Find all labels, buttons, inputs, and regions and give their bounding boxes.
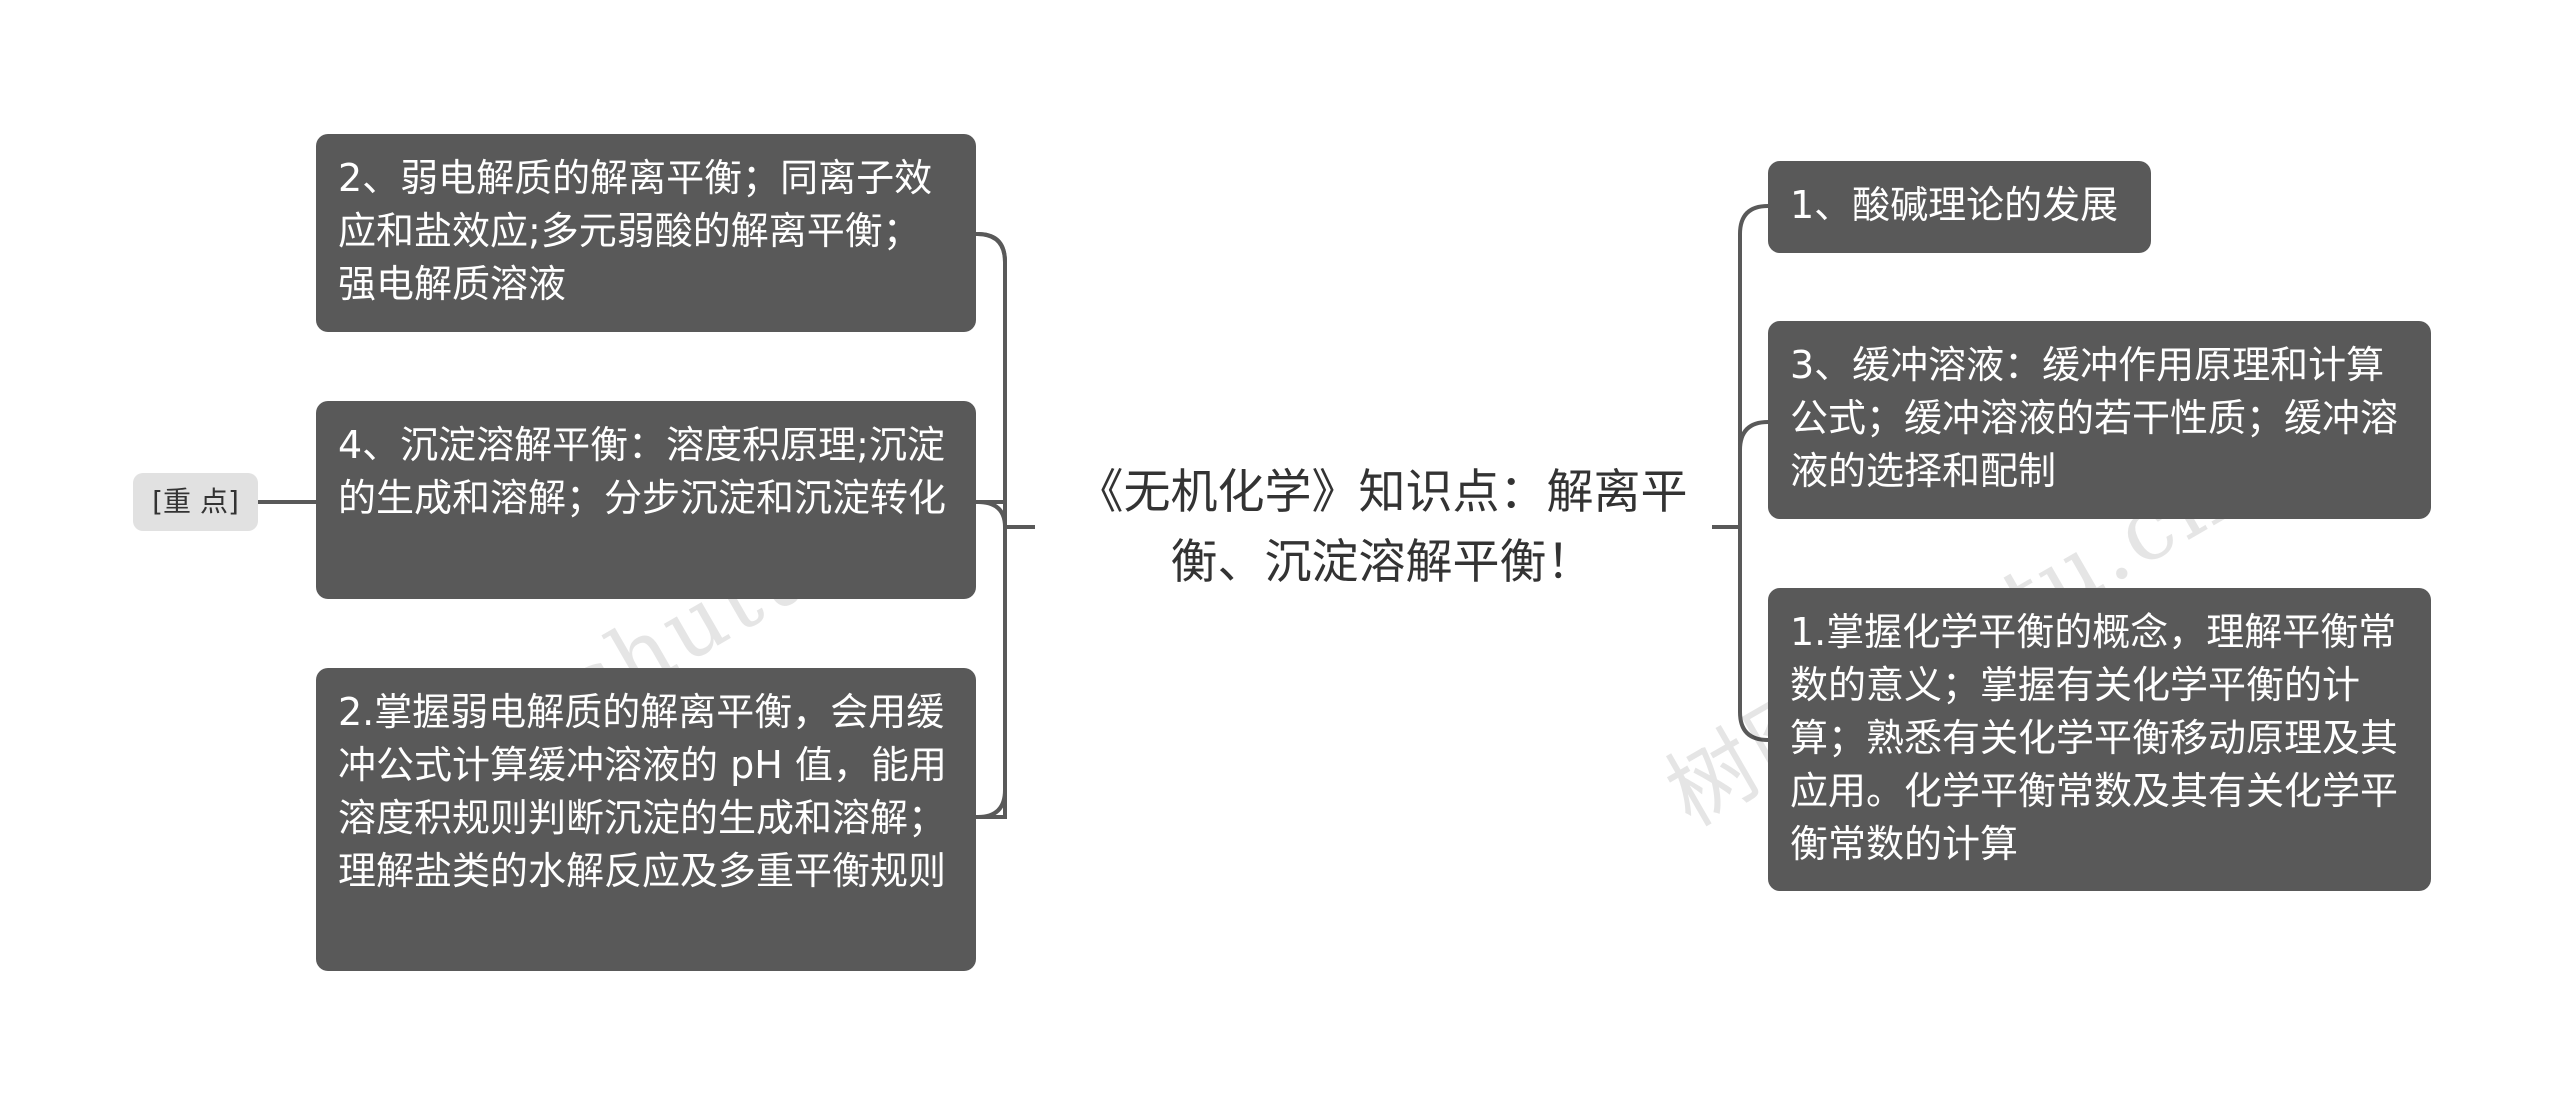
connector-right-mid: [1738, 420, 1769, 451]
connector-left-mid: [977, 500, 1007, 528]
left-branch-2[interactable]: 4、沉淀溶解平衡：溶度积原理;沉淀的生成和溶解；分步沉淀和沉淀转化: [316, 401, 976, 599]
right-branch-2[interactable]: 3、缓冲溶液：缓冲作用原理和计算公式；缓冲溶液的若干性质；缓冲溶液的选择和配制: [1768, 321, 2431, 519]
key-point-tag[interactable]: [重 点]: [133, 473, 258, 531]
connector-right-trunk: [1738, 234, 1769, 742]
right-branch-3-label: 1.掌握化学平衡的概念，理解平衡常数的意义；掌握有关化学平衡的计算；熟悉有关化学…: [1790, 610, 2399, 866]
left-branch-3[interactable]: 2.掌握弱电解质的解离平衡，会用缓冲公式计算缓冲溶液的 pH 值，能用溶度积规则…: [316, 668, 976, 971]
right-branch-2-label: 3、缓冲溶液：缓冲作用原理和计算公式；缓冲溶液的若干性质；缓冲溶液的选择和配制: [1790, 343, 2399, 493]
left-branch-2-label: 4、沉淀溶解平衡：溶度积原理;沉淀的生成和溶解；分步沉淀和沉淀转化: [338, 423, 947, 520]
connector-right-top: [1738, 204, 1769, 235]
right-branch-3[interactable]: 1.掌握化学平衡的概念，理解平衡常数的意义；掌握有关化学平衡的计算；熟悉有关化学…: [1768, 588, 2431, 891]
root-topic-label: 《无机化学》知识点：解离平衡、沉淀溶解平衡！: [1076, 465, 1688, 590]
left-branch-3-label: 2.掌握弱电解质的解离平衡，会用缓冲公式计算缓冲溶液的 pH 值，能用溶度积规则…: [338, 690, 947, 893]
root-topic[interactable]: 《无机化学》知识点：解离平衡、沉淀溶解平衡！: [1062, 458, 1702, 598]
key-point-tag-label: [重 点]: [152, 485, 239, 518]
left-branch-1[interactable]: 2、弱电解质的解离平衡；同离子效应和盐效应;多元弱酸的解离平衡；强电解质溶液: [316, 134, 976, 332]
connector-left-top: [977, 232, 1007, 263]
right-branch-1-label: 1、酸碱理论的发展: [1790, 183, 2119, 227]
right-branch-1[interactable]: 1、酸碱理论的发展: [1768, 161, 2151, 253]
connector-left-bracket: [976, 232, 1007, 819]
connector-left-trunk: [977, 262, 1007, 819]
left-branch-1-label: 2、弱电解质的解离平衡；同离子效应和盐效应;多元弱酸的解离平衡；强电解质溶液: [338, 156, 933, 306]
